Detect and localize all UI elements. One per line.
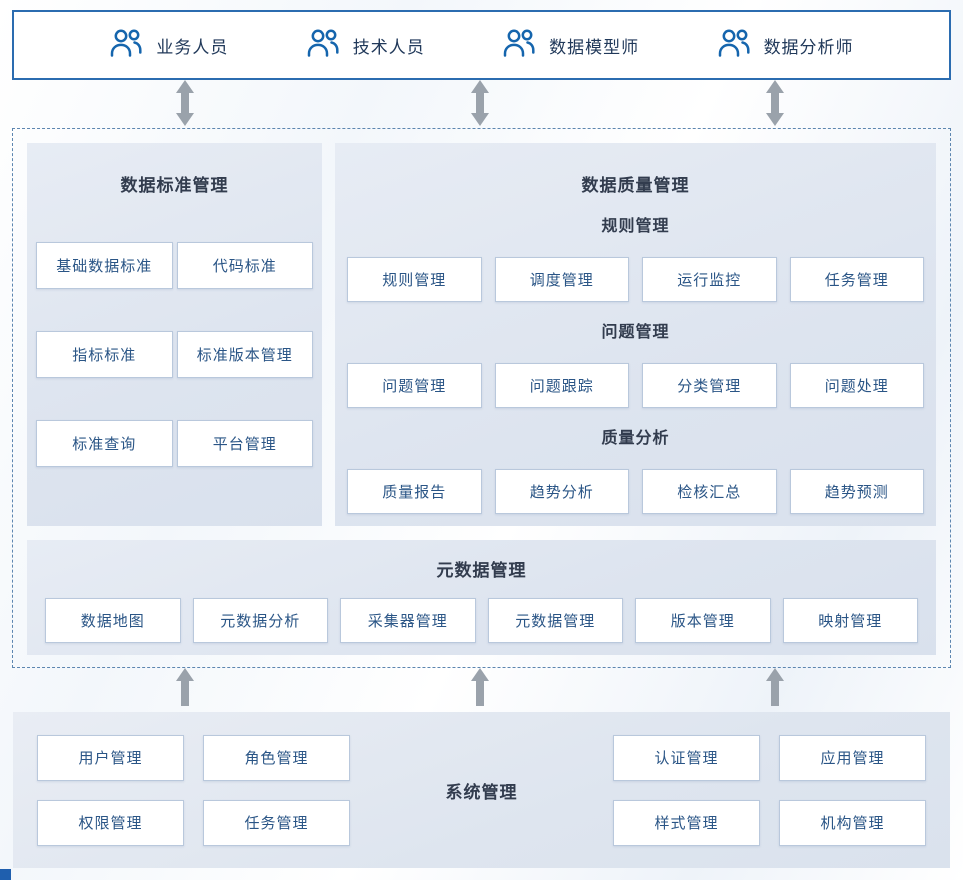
panel-title: 系统管理 [445, 782, 518, 802]
users-icon [109, 27, 143, 63]
module-box: 代码标准 [176, 242, 313, 289]
up-arrow-icon [470, 668, 489, 711]
double-arrow-icon [470, 80, 489, 131]
module-box: 调度管理 [494, 257, 629, 302]
module-box: 机构管理 [779, 799, 926, 846]
module-box: 问题处理 [789, 363, 924, 408]
module-box: 任务管理 [203, 799, 350, 846]
module-box: 基础数据标准 [36, 242, 173, 289]
users-icon [717, 27, 751, 63]
up-arrow-icon [766, 668, 785, 711]
up-arrow-icon [175, 668, 194, 711]
double-arrow-icon [175, 80, 194, 131]
system-management-panel: 用户管理 角色管理 权限管理 任务管理 系统管理 认证管理 应用管理 样式管理 … [13, 712, 950, 868]
role-label: 数据模型师 [549, 37, 640, 57]
role-label: 数据分析师 [763, 37, 854, 57]
module-box: 规则管理 [347, 257, 482, 302]
platform-container: 数据标准管理 基础数据标准 代码标准 指标标准 标准版本管理 标准查询 平台管理… [12, 128, 951, 668]
group-title: 问题管理 [601, 324, 670, 341]
module-box: 任务管理 [789, 257, 924, 302]
module-box: 元数据分析 [192, 598, 328, 643]
data-standard-panel: 数据标准管理 基础数据标准 代码标准 指标标准 标准版本管理 标准查询 平台管理 [27, 143, 322, 526]
module-box: 趋势预测 [789, 469, 924, 514]
module-box: 指标标准 [36, 331, 173, 378]
system-platform-connectors [12, 668, 951, 712]
module-box: 问题管理 [347, 363, 482, 408]
module-box: 质量报告 [347, 469, 482, 514]
role-item: 业务人员 [109, 27, 228, 63]
roles-platform-connectors [12, 80, 951, 128]
role-item: 数据分析师 [717, 27, 854, 63]
module-box: 检核汇总 [642, 469, 777, 514]
roles-bar: 业务人员 技术人员 数据模型师 [12, 10, 951, 80]
module-box: 标准版本管理 [176, 331, 313, 378]
panel-title: 元数据管理 [436, 561, 527, 580]
module-box: 样式管理 [613, 799, 760, 846]
role-item: 数据模型师 [502, 27, 639, 63]
module-box: 采集器管理 [340, 598, 476, 643]
role-label: 技术人员 [352, 37, 425, 57]
group-title: 规则管理 [601, 218, 670, 235]
role-label: 业务人员 [156, 37, 229, 57]
users-icon [306, 27, 340, 63]
module-box: 版本管理 [635, 598, 771, 643]
double-arrow-icon [766, 80, 785, 131]
role-item: 技术人员 [306, 27, 425, 63]
panel-title: 数据标准管理 [120, 176, 229, 195]
corner-accent [0, 869, 11, 880]
module-box: 问题跟踪 [494, 363, 629, 408]
module-box: 认证管理 [613, 734, 760, 781]
module-box: 角色管理 [203, 734, 350, 781]
module-box: 元数据管理 [487, 598, 623, 643]
system-left-group: 用户管理 角色管理 权限管理 任务管理 [37, 734, 350, 846]
module-box: 数据地图 [45, 598, 181, 643]
module-box: 趋势分析 [494, 469, 629, 514]
module-box: 运行监控 [642, 257, 777, 302]
module-box: 标准查询 [36, 420, 173, 467]
data-quality-panel: 数据质量管理 规则管理 规则管理 调度管理 运行监控 任务管理 问题管理 问题管… [335, 143, 936, 526]
group-title: 质量分析 [601, 430, 670, 447]
module-box: 分类管理 [642, 363, 777, 408]
users-icon [502, 27, 536, 63]
module-box: 权限管理 [37, 799, 184, 846]
metadata-panel: 元数据管理 数据地图 元数据分析 采集器管理 元数据管理 版本管理 映射管理 [27, 540, 936, 655]
system-right-group: 认证管理 应用管理 样式管理 机构管理 [613, 734, 926, 846]
panel-title: 数据质量管理 [581, 176, 690, 195]
module-box: 映射管理 [782, 598, 918, 643]
module-box: 应用管理 [779, 734, 926, 781]
module-box: 平台管理 [176, 420, 313, 467]
module-box: 用户管理 [37, 734, 184, 781]
